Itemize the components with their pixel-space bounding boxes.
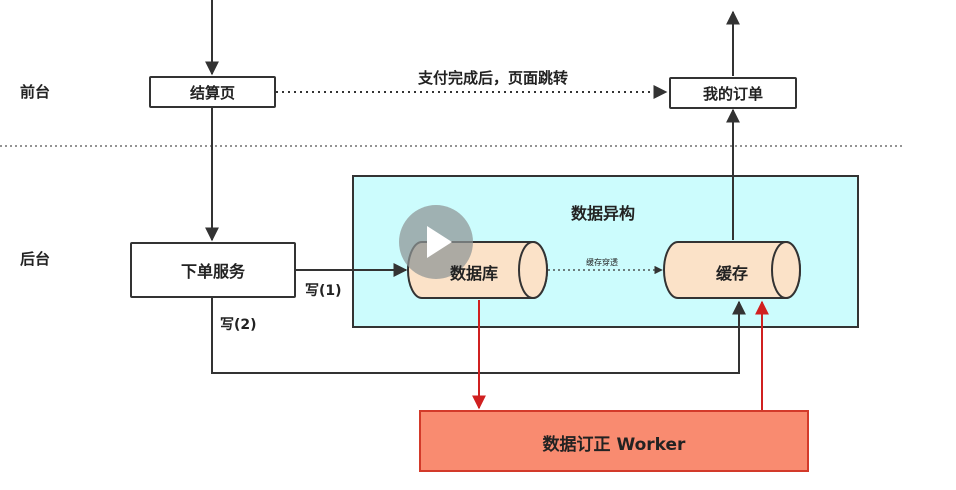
order-service-box: 下单服务 <box>130 242 296 298</box>
lane-label-back: 后台 <box>20 250 51 268</box>
database-label: 数据库 <box>450 264 499 283</box>
lane-label-front: 前台 <box>20 83 51 101</box>
redirect-label: 支付完成后，页面跳转 <box>418 69 569 87</box>
write2-arrow <box>211 298 746 374</box>
write2-label: 写(2) <box>220 317 257 333</box>
cache-penetration-label: 缓存穿透 <box>586 258 618 267</box>
worker-label: 数据订正 Worker <box>542 435 686 455</box>
heterogeneous-region-title: 数据异构 <box>571 204 636 223</box>
cache-cylinder <box>663 241 801 299</box>
my-orders-box: 我的订单 <box>669 77 797 109</box>
play-icon[interactable] <box>399 205 473 279</box>
write1-label: 写(1) <box>305 283 342 299</box>
worker-box <box>419 410 809 472</box>
cache-label: 缓存 <box>716 264 749 283</box>
checkout-page-box: 结算页 <box>149 76 276 108</box>
